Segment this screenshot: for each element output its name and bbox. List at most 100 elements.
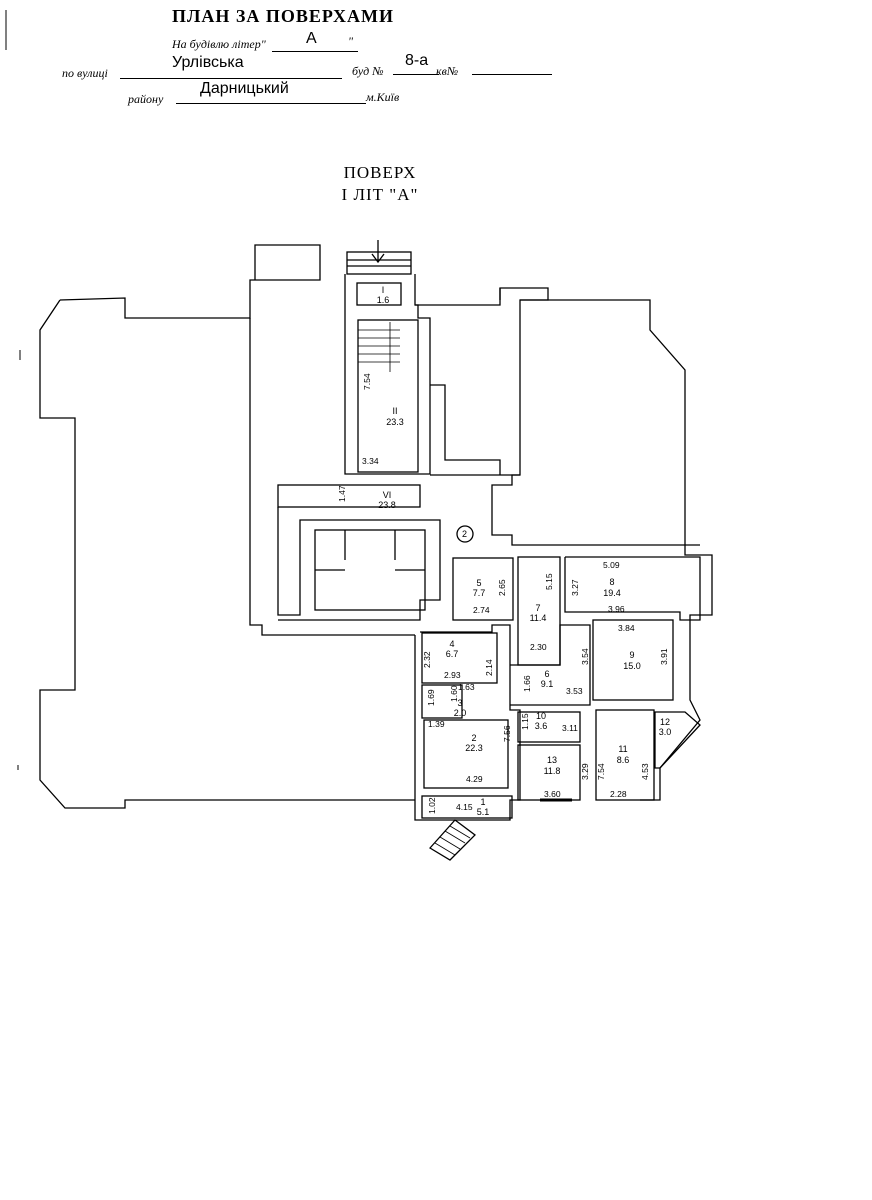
- svg-text:3.0: 3.0: [659, 727, 672, 737]
- room-5-outline: [452, 557, 514, 621]
- left-wing-outline: [59, 244, 321, 319]
- section-marker-label: 2: [462, 529, 467, 539]
- svg-text:4.15: 4.15: [456, 802, 473, 812]
- building-letter-label: На будівлю літер": [172, 37, 266, 51]
- svg-text:2.28: 2.28: [610, 789, 627, 799]
- porch-stairs: [428, 819, 476, 861]
- room-6-label: 6 9.1: [541, 669, 554, 689]
- svg-text:7.7: 7.7: [473, 588, 486, 598]
- svg-text:6: 6: [544, 669, 549, 679]
- svg-text:15.0: 15.0: [623, 661, 641, 671]
- svg-text:5: 5: [476, 578, 481, 588]
- svg-text:4.53: 4.53: [640, 763, 650, 780]
- room-4-outline: [421, 632, 498, 684]
- street-value: Урлівська: [172, 54, 244, 71]
- svg-text:2: 2: [471, 733, 476, 743]
- room-8-label: 8 19.4: [603, 577, 621, 598]
- room-I-label: I 1.6: [377, 285, 390, 305]
- room-11-label: 11 8.6: [617, 744, 630, 765]
- house-value: 8-а: [405, 52, 429, 69]
- room-9-outline: [592, 619, 674, 701]
- svg-text:13: 13: [547, 755, 557, 765]
- svg-text:6.7: 6.7: [446, 649, 459, 659]
- svg-text:1.39: 1.39: [428, 719, 445, 729]
- svg-text:3.27: 3.27: [570, 579, 580, 596]
- building-letter-close: ": [348, 34, 354, 48]
- svg-text:1.63: 1.63: [458, 682, 475, 692]
- svg-text:2.0: 2.0: [454, 708, 467, 718]
- room-5-label: 5 7.7: [473, 578, 486, 598]
- room-VI-outline: [277, 484, 421, 508]
- svg-text:3.34: 3.34: [362, 456, 379, 466]
- svg-text:1.66: 1.66: [522, 675, 532, 692]
- room-3-outline: [421, 684, 463, 719]
- building-letter-value: А: [306, 30, 317, 47]
- apt-label: кв№: [436, 64, 459, 78]
- district-value: Дарницький: [200, 80, 289, 97]
- svg-text:2.14: 2.14: [484, 659, 494, 676]
- room-10-outline: [517, 711, 581, 743]
- room-II-outline: [357, 319, 419, 473]
- room-4-label: 4 6.7: [446, 639, 459, 659]
- room-7-label: 7 11.4: [530, 603, 547, 623]
- house-label: буд №: [352, 64, 384, 78]
- plan-title: ПЛАН ЗА ПОВЕРХАМИ: [172, 6, 394, 26]
- svg-text:2.30: 2.30: [530, 642, 547, 652]
- svg-text:3.29: 3.29: [580, 763, 590, 780]
- room-VI-label: VI 23.8: [378, 490, 396, 510]
- svg-text:12: 12: [660, 717, 670, 727]
- svg-text:22.3: 22.3: [465, 743, 483, 753]
- room-8-outline: [564, 556, 701, 621]
- room-13-label: 13 11.8: [544, 755, 561, 776]
- room-12-outline: [654, 711, 701, 769]
- svg-text:2.32: 2.32: [422, 651, 432, 668]
- svg-text:II: II: [392, 406, 397, 416]
- room-II-label: II 23.3: [386, 406, 404, 427]
- svg-text:8: 8: [609, 577, 614, 587]
- svg-text:9.1: 9.1: [541, 679, 554, 689]
- room-2-label: 2 22.3: [465, 733, 483, 753]
- svg-text:19.4: 19.4: [603, 588, 621, 598]
- svg-text:10: 10: [536, 711, 546, 721]
- floor-title: ПОВЕРХ: [343, 163, 417, 182]
- room-1-label: 1 5.1: [477, 797, 490, 817]
- room-11-outline: [595, 709, 655, 801]
- svg-text:3.96: 3.96: [608, 604, 625, 614]
- svg-text:23.3: 23.3: [386, 417, 404, 427]
- svg-text:I: I: [382, 285, 385, 295]
- svg-text:2.65: 2.65: [497, 579, 507, 596]
- floor-subtitle: І ЛІТ "А": [341, 185, 419, 204]
- room-10-label: 10 3.6: [535, 711, 548, 731]
- room-3-label: 3 2.0: [454, 698, 467, 718]
- svg-text:1.02: 1.02: [427, 797, 437, 814]
- svg-text:7: 7: [535, 603, 540, 613]
- svg-text:3.84: 3.84: [618, 623, 635, 633]
- room-I-outline: [356, 282, 402, 306]
- svg-text:1: 1: [480, 797, 485, 807]
- svg-text:3: 3: [457, 698, 462, 708]
- left-inner-wall: [249, 318, 415, 636]
- svg-text:1.15: 1.15: [520, 713, 530, 730]
- svg-text:3.11: 3.11: [562, 723, 578, 733]
- room-1-outline: [421, 795, 513, 819]
- left-wing-outline-2: [39, 299, 415, 809]
- svg-text:1.6: 1.6: [377, 295, 390, 305]
- svg-text:4: 4: [449, 639, 454, 649]
- svg-text:4.29: 4.29: [466, 774, 483, 784]
- svg-text:7.54: 7.54: [596, 763, 606, 780]
- svg-text:2.93: 2.93: [444, 670, 461, 680]
- room-9-label: 9 15.0: [623, 650, 641, 671]
- svg-text:11.8: 11.8: [544, 766, 561, 776]
- svg-text:11.4: 11.4: [530, 613, 547, 623]
- svg-text:3.60: 3.60: [544, 789, 561, 799]
- svg-text:VI: VI: [383, 490, 392, 500]
- svg-text:9: 9: [629, 650, 634, 660]
- section-marker: [456, 525, 474, 543]
- svg-text:7.56: 7.56: [502, 725, 512, 742]
- svg-text:11: 11: [618, 744, 627, 754]
- entry-stairs: [346, 251, 412, 275]
- room-12-label: 12 3.0: [659, 717, 672, 737]
- svg-text:3.53: 3.53: [566, 686, 583, 696]
- svg-text:3.91: 3.91: [659, 648, 669, 665]
